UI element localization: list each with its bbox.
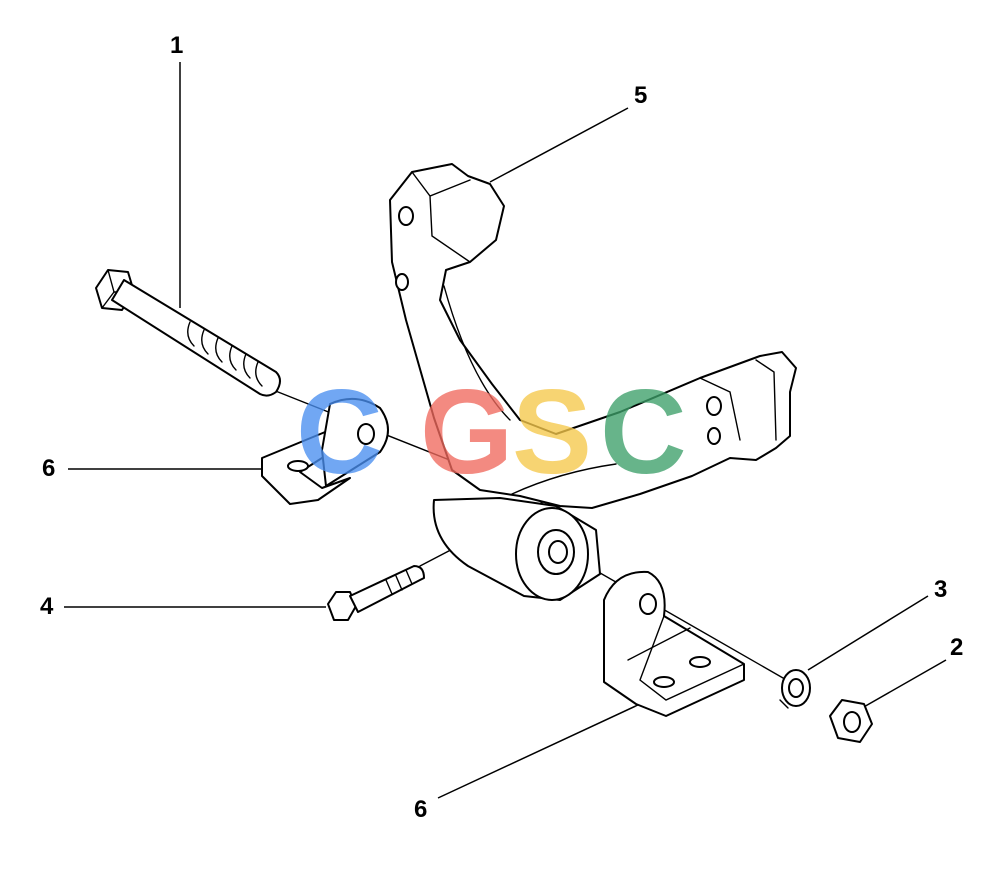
leader-3: [807, 595, 929, 671]
leader-2: [861, 659, 947, 709]
callout-1: 1: [170, 32, 184, 59]
callout-2: 2: [950, 634, 964, 661]
callout-3: 3: [934, 576, 948, 603]
hex-nut-2: [829, 699, 873, 743]
callout-5: 5: [634, 82, 648, 109]
bracket-left-6: [261, 397, 389, 505]
bracket-right-6: [603, 570, 745, 717]
callout-6-left: 6: [42, 455, 56, 482]
watermark-letter-c2: C: [600, 365, 687, 499]
spring-washer-3: [779, 669, 811, 709]
watermark-letter-g: G: [420, 365, 514, 499]
callout-4: 4: [40, 593, 54, 620]
mounting-bracket-5: [389, 163, 797, 601]
leader-5: [489, 107, 629, 183]
watermark-letter-s: S: [512, 365, 593, 499]
watermark-letter-c1: C: [296, 365, 383, 499]
long-bolt-1: [95, 269, 281, 397]
leader-6b: [437, 703, 641, 799]
flange-bolt-4: [327, 565, 425, 621]
callout-6-right: 6: [414, 796, 428, 823]
